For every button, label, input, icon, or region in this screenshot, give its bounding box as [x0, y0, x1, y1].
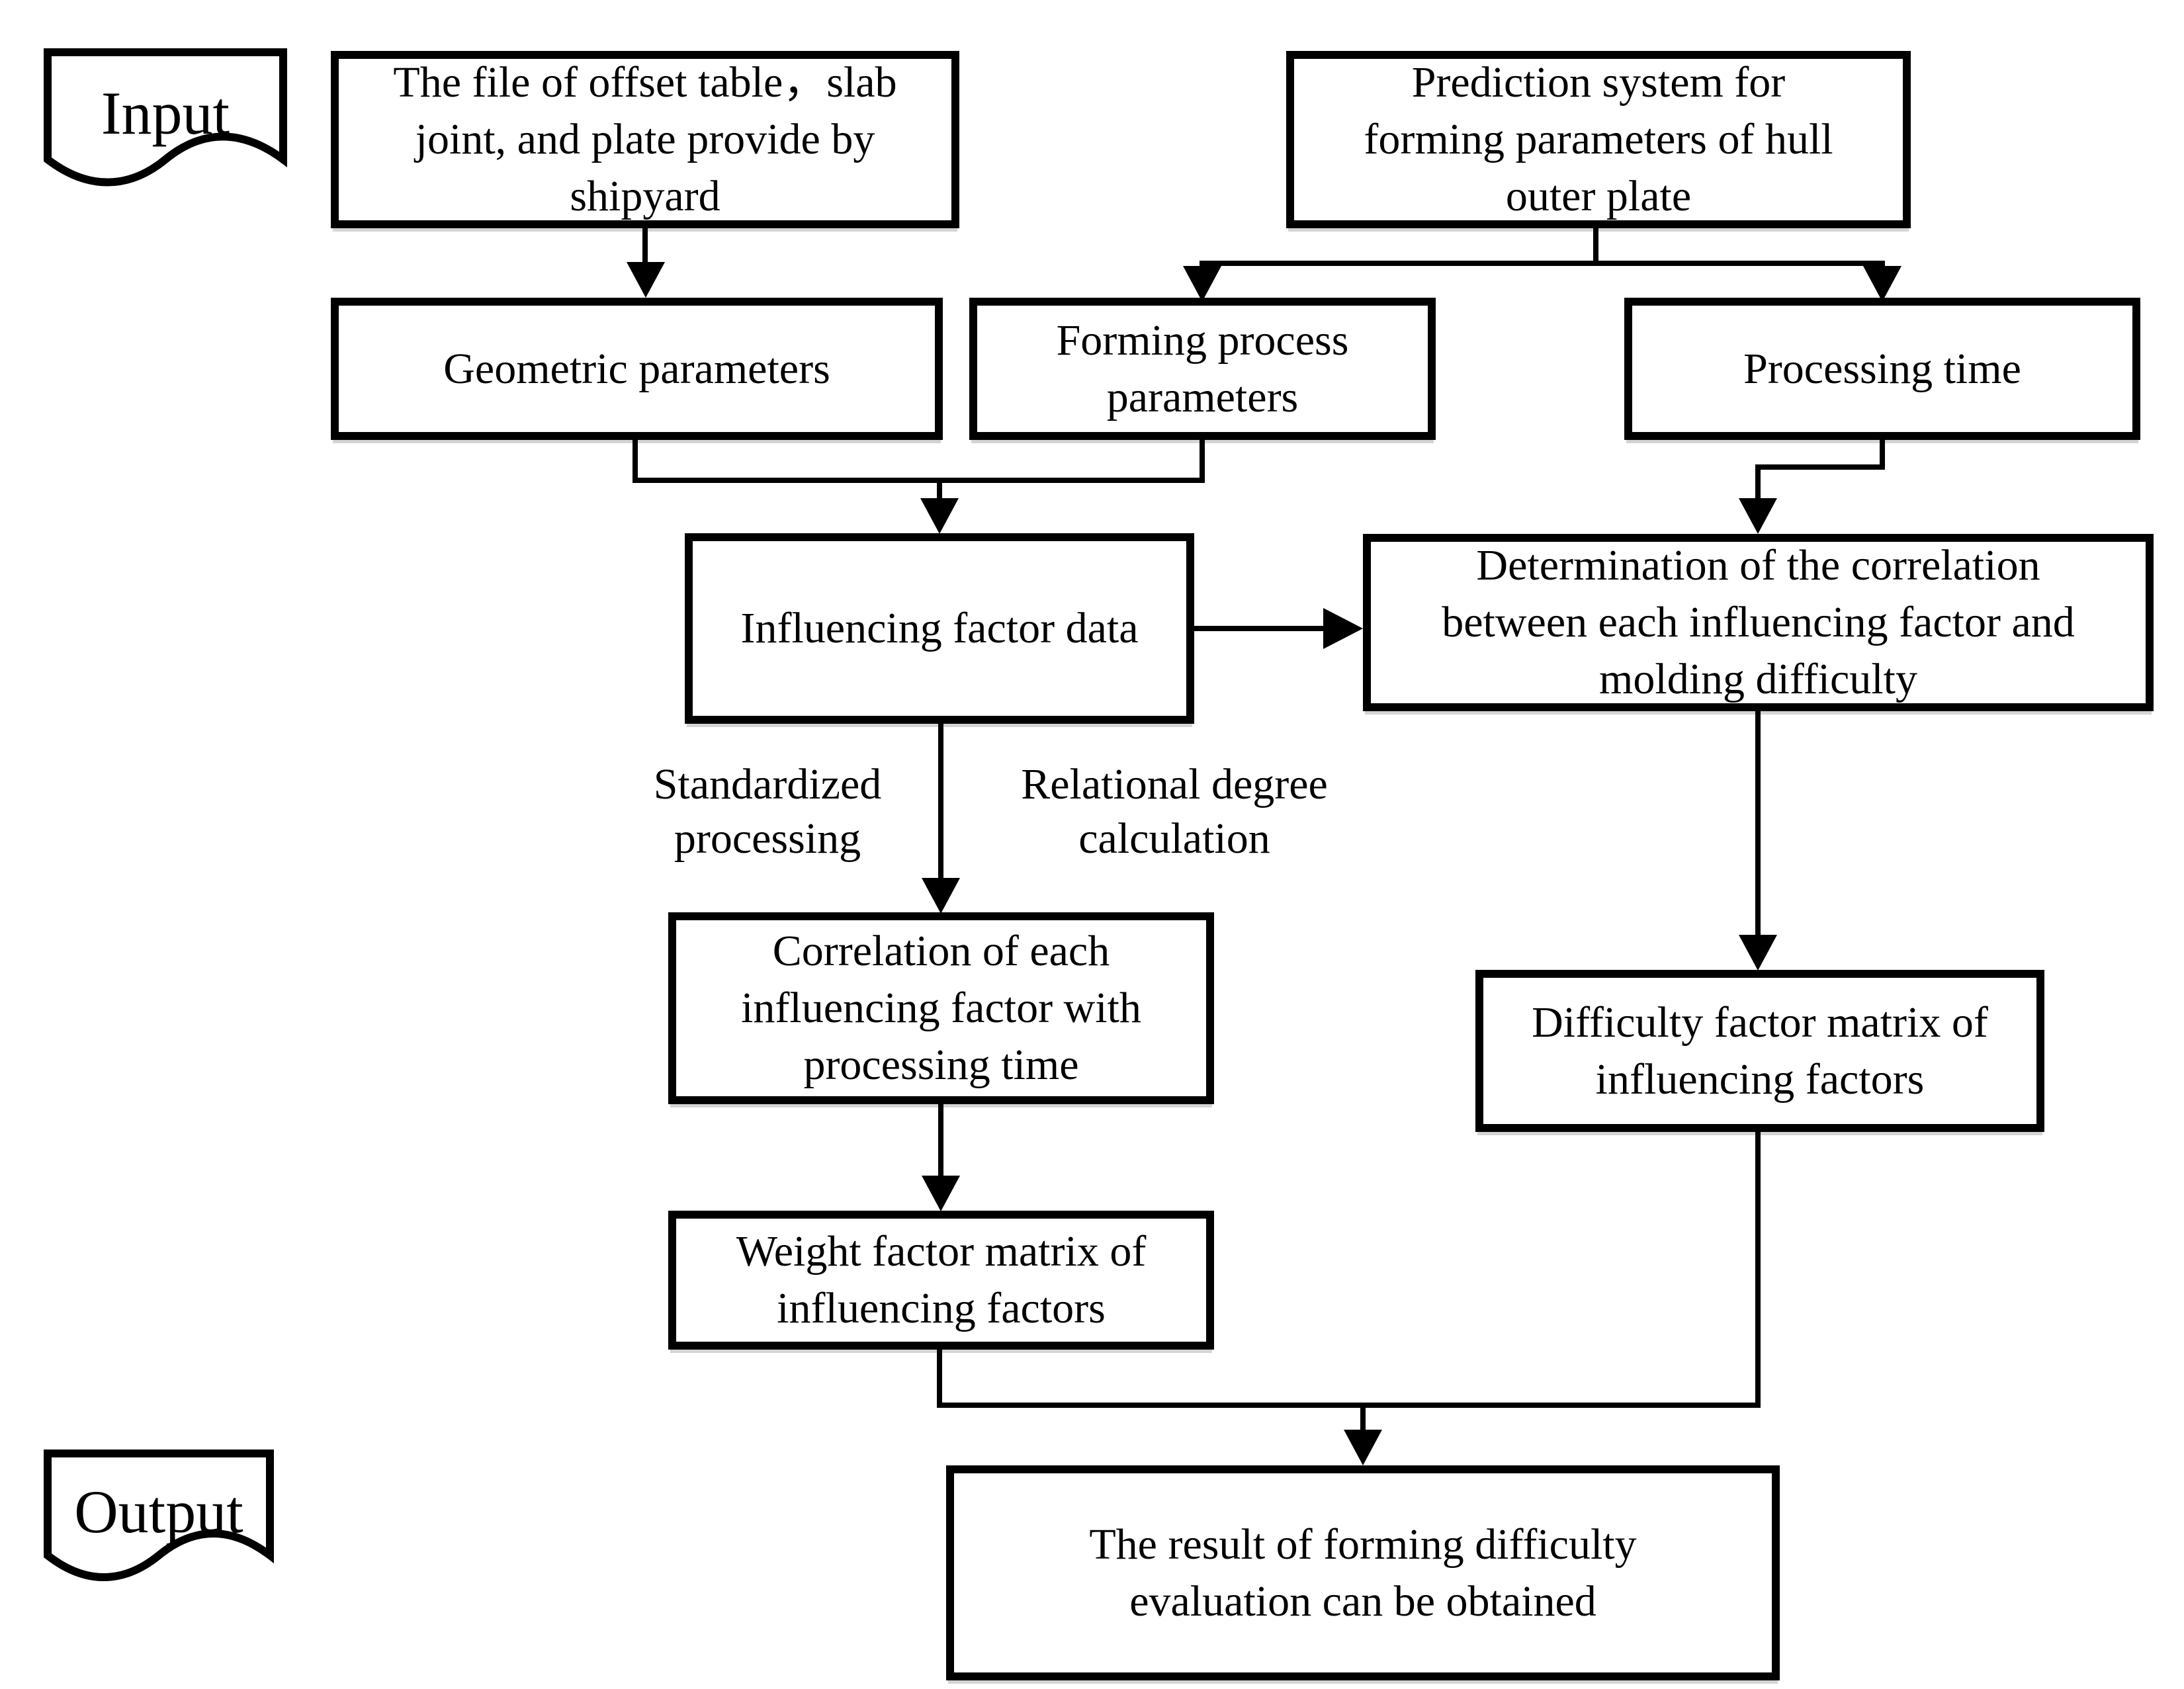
- output-doc-outline: [44, 1450, 274, 1581]
- edge-label-standardized: Standardized processing: [629, 756, 906, 868]
- edge-determination-difficulty-arrowhead: [1739, 935, 1777, 971]
- node-weight: Weight factor matrix of influencing fact…: [668, 1211, 1214, 1350]
- input-doc-outline: [44, 48, 287, 187]
- edge-processing-determination-arrowhead: [1739, 498, 1777, 534]
- edge-forming-drop: [1200, 440, 1205, 483]
- edge-label-relational: Relational degree calculation: [986, 756, 1363, 868]
- node-prediction-text: Prediction system for forming parameters…: [1364, 58, 1833, 220]
- edge-processing-step: [1755, 464, 1885, 470]
- node-forming-text: Forming process parameters: [1056, 316, 1349, 421]
- node-difficulty-text: Difficulty factor matrix of influencing …: [1532, 998, 1988, 1104]
- node-correlation-text: Correlation of each influencing factor w…: [741, 927, 1141, 1089]
- node-influencing-text: Influencing factor data: [740, 604, 1139, 653]
- output-label: Output: [74, 1478, 243, 1546]
- edge-file-geometric-shaft: [642, 228, 648, 263]
- node-result-text: The result of forming difficulty evaluat…: [1089, 1520, 1637, 1625]
- edge-influencing-determination-arrowhead: [1323, 608, 1363, 649]
- node-influencing: Influencing factor data: [685, 533, 1194, 724]
- node-file: The file of offset table，slab joint, and…: [331, 51, 959, 228]
- node-processing-text: Processing time: [1743, 344, 2021, 393]
- edge-geometric-drop: [633, 440, 638, 483]
- edge-file-geometric-arrowhead: [627, 262, 665, 298]
- edge-prediction-split-bar: [1200, 261, 1885, 266]
- edge-influencing-determination-shaft: [1194, 626, 1324, 631]
- edge-merge-bar-top: [633, 478, 1205, 483]
- node-forming: Forming process parameters: [969, 298, 1436, 440]
- edge-processing-determination-shaft: [1755, 470, 1761, 499]
- node-result: The result of forming difficulty evaluat…: [946, 1465, 1780, 1680]
- node-determination: Determination of the correlation between…: [1363, 534, 2154, 711]
- node-geometric: Geometric parameters: [331, 298, 943, 440]
- node-difficulty: Difficulty factor matrix of influencing …: [1475, 970, 2044, 1132]
- node-processing: Processing time: [1624, 298, 2140, 440]
- input-doc-shape: Input: [44, 48, 287, 207]
- edge-influencing-correlation-shaft: [938, 724, 943, 881]
- edge-merge-bar-bottom: [937, 1403, 1761, 1408]
- edge-merge-result-shaft: [1360, 1408, 1366, 1431]
- edge-merge-influencing-shaft: [937, 483, 942, 499]
- node-geometric-text: Geometric parameters: [443, 344, 830, 393]
- node-prediction: Prediction system for forming parameters…: [1286, 51, 1911, 228]
- edge-weight-drop: [937, 1350, 942, 1408]
- edge-influencing-correlation-arrowhead: [922, 878, 960, 914]
- edge-processing-drop: [1880, 440, 1885, 470]
- edge-label-standardized-text: Standardized processing: [653, 759, 882, 863]
- node-determination-text: Determination of the correlation between…: [1442, 541, 2075, 703]
- edge-prediction-stem: [1593, 228, 1598, 266]
- input-label: Input: [101, 79, 230, 148]
- edge-determination-difficulty-shaft: [1755, 711, 1761, 936]
- document-shape-icon: [44, 1450, 274, 1581]
- edge-prediction-processing-arrowhead: [1863, 266, 1901, 302]
- node-weight-text: Weight factor matrix of influencing fact…: [736, 1227, 1147, 1332]
- edge-label-relational-text: Relational degree calculation: [1021, 759, 1328, 863]
- edge-correlation-weight-shaft: [938, 1104, 943, 1177]
- edge-prediction-forming-arrowhead: [1183, 266, 1221, 302]
- edge-correlation-weight-arrowhead: [922, 1176, 960, 1211]
- node-correlation: Correlation of each influencing factor w…: [668, 912, 1214, 1104]
- document-shape-icon: [44, 48, 287, 187]
- edge-merge-result-arrowhead: [1344, 1430, 1382, 1465]
- edge-merge-influencing-arrowhead: [920, 498, 959, 534]
- edge-difficulty-drop: [1755, 1132, 1761, 1408]
- output-doc-shape: Output: [44, 1450, 274, 1602]
- node-file-text: The file of offset table，slab joint, and…: [393, 58, 897, 220]
